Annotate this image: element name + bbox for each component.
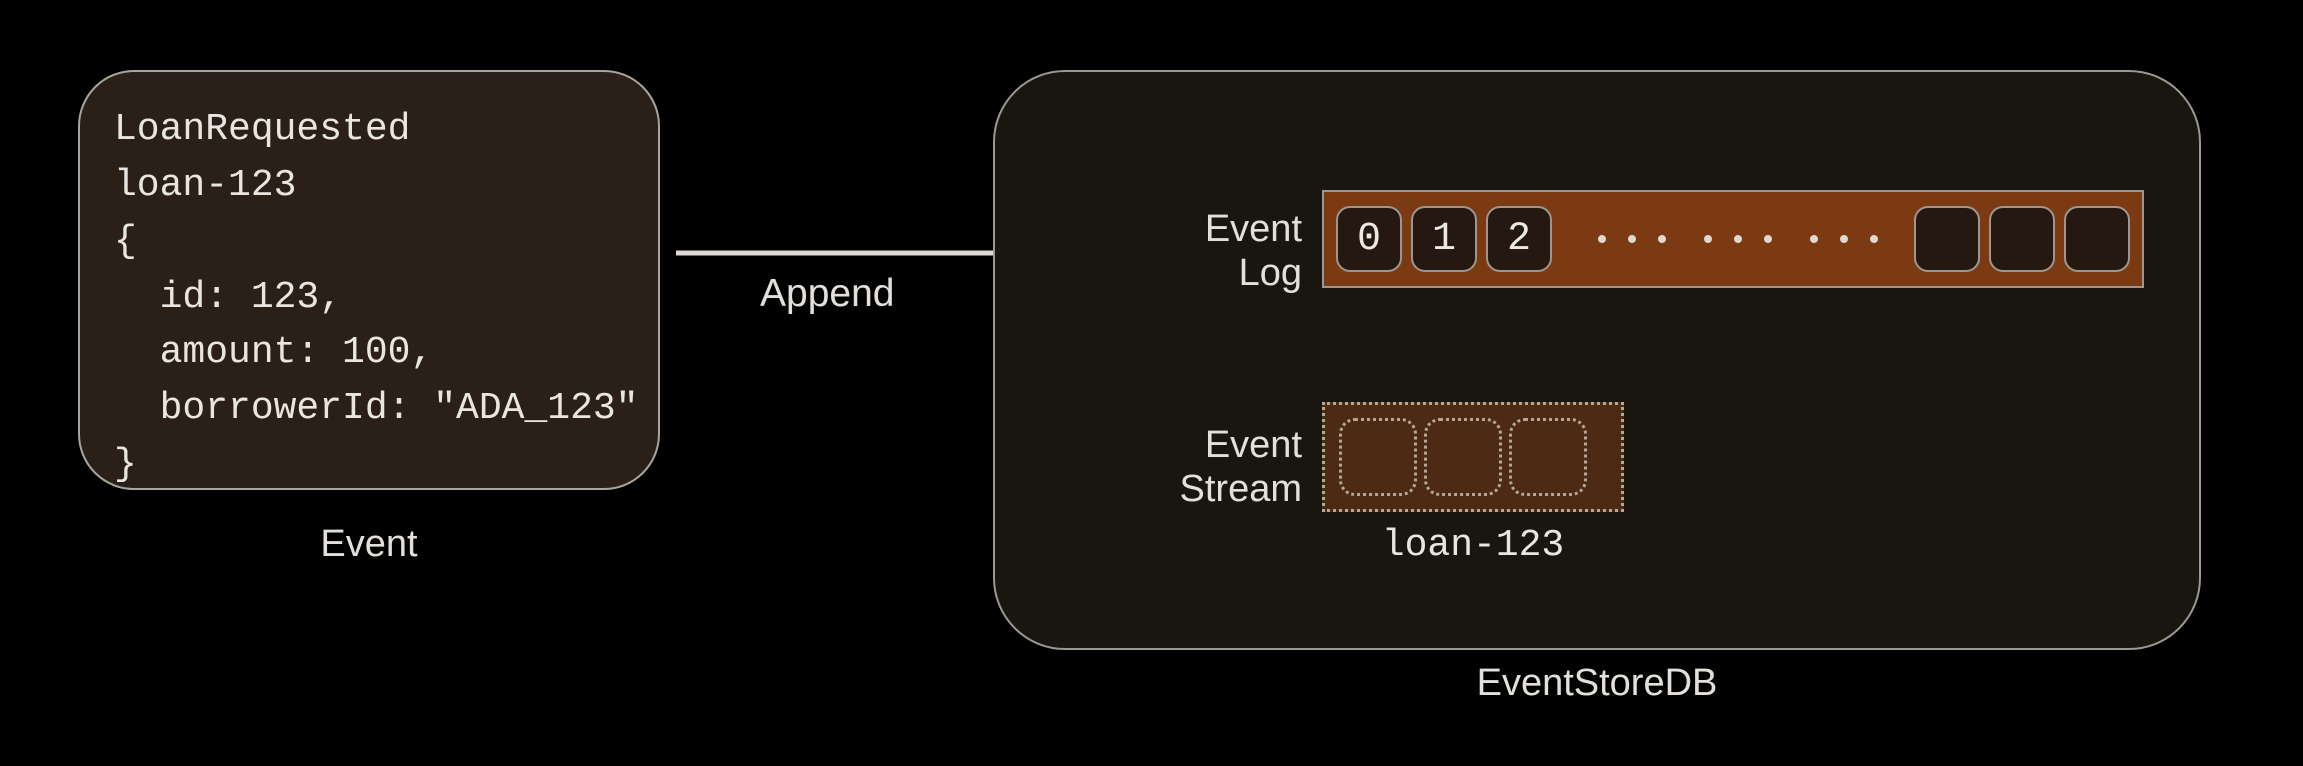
ellipsis-dot <box>1657 235 1666 243</box>
event-log-cell-empty[interactable] <box>1989 206 2055 272</box>
event-log-ellipsis <box>1567 235 1908 243</box>
event-stream-cell[interactable] <box>1339 418 1417 496</box>
ellipsis-dot <box>1763 235 1772 243</box>
event-stream-box <box>1322 402 1624 512</box>
ellipsis-dot <box>1627 235 1636 243</box>
append-label: Append <box>760 272 895 315</box>
ellipsis-group <box>1703 235 1772 243</box>
event-log-bar: 0 1 2 <box>1322 190 2144 288</box>
event-card: LoanRequested loan-123 { id: 123, amount… <box>78 70 660 490</box>
event-stream-cell[interactable] <box>1509 418 1587 496</box>
ellipsis-dot <box>1839 235 1848 243</box>
event-payload-code: LoanRequested loan-123 { id: 123, amount… <box>114 108 639 487</box>
event-log-cell-empty[interactable] <box>2064 206 2130 272</box>
event-log-cell-empty[interactable] <box>1914 206 1980 272</box>
event-stream-label: Event Stream <box>1179 424 1302 511</box>
ellipsis-dot <box>1597 235 1606 243</box>
ellipsis-dot <box>1809 235 1818 243</box>
event-stream-caption: loan-123 <box>1381 524 1565 567</box>
eventstoredb-container <box>993 70 2201 650</box>
event-log-label: Event Log <box>1204 208 1302 295</box>
event-log-cell[interactable]: 2 <box>1486 206 1552 272</box>
ellipsis-dot <box>1733 235 1742 243</box>
event-log-cell[interactable]: 1 <box>1411 206 1477 272</box>
event-stream-cell[interactable] <box>1424 418 1502 496</box>
ellipsis-group <box>1597 235 1666 243</box>
ellipsis-dot <box>1869 235 1878 243</box>
event-log-cell[interactable]: 0 <box>1336 206 1402 272</box>
ellipsis-group <box>1809 235 1878 243</box>
eventstoredb-caption: EventStoreDB <box>1476 662 1718 704</box>
event-card-caption: Event <box>320 523 418 565</box>
ellipsis-dot <box>1703 235 1712 243</box>
